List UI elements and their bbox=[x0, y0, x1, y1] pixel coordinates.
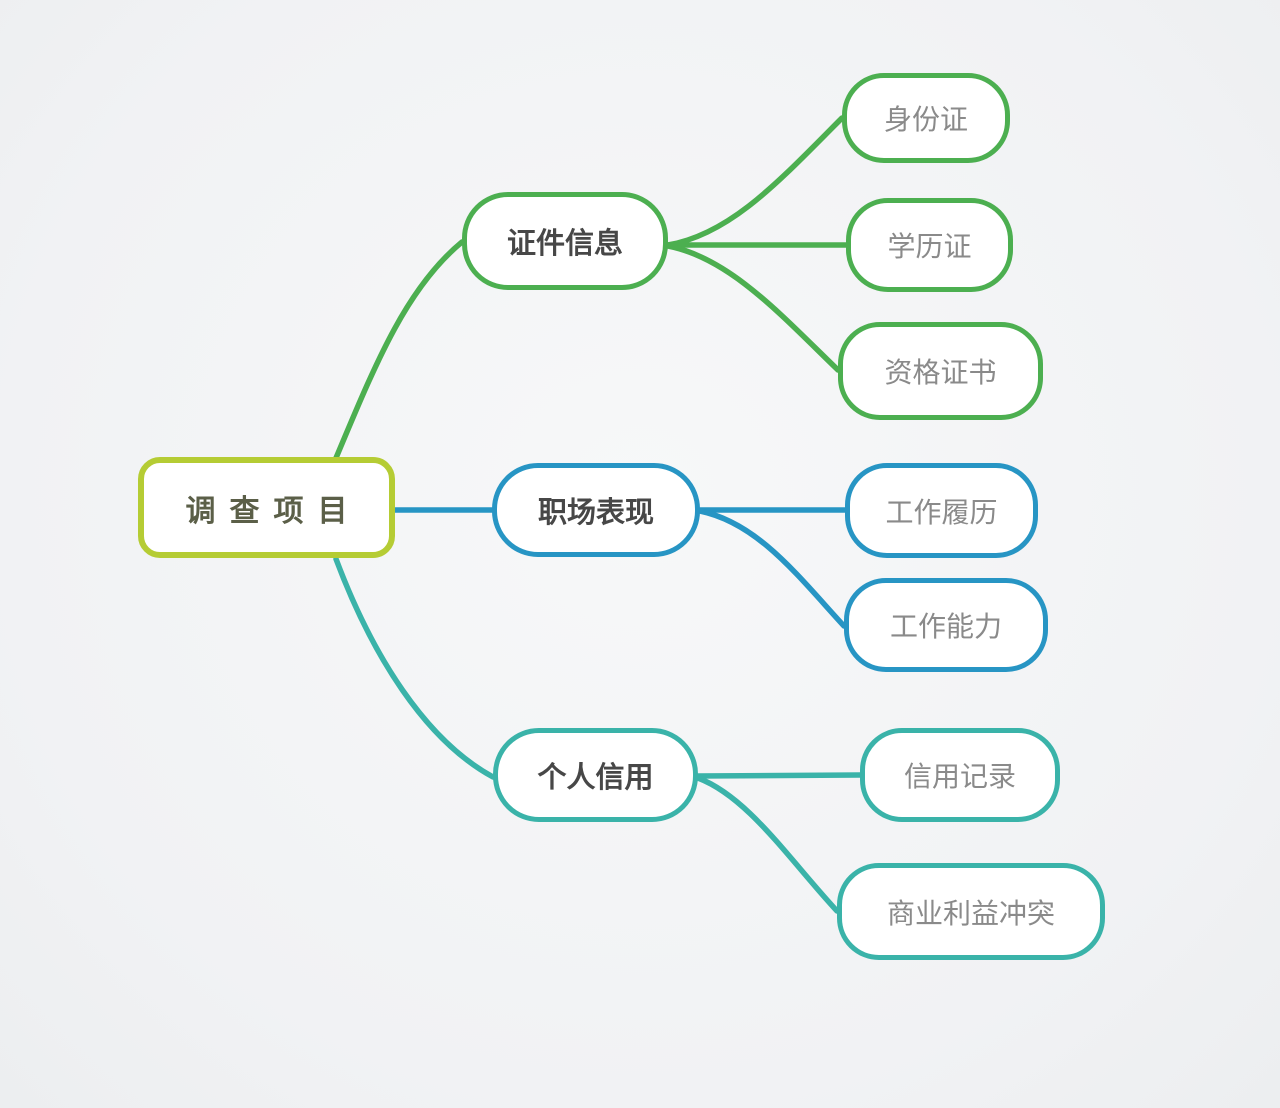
leaf-node-label: 身份证 bbox=[883, 104, 968, 135]
leaf-node-label: 资格证书 bbox=[884, 357, 997, 388]
branch-node-label: 个人信用 bbox=[537, 762, 654, 794]
branch-node-certificate-info: 证件信息 bbox=[462, 192, 668, 290]
leaf-node-credit-record: 信用记录 bbox=[860, 728, 1060, 822]
leaf-node-qualification-cert: 资格证书 bbox=[838, 322, 1043, 420]
leaf-node-label: 工作履历 bbox=[885, 496, 998, 528]
edge-certificates-qualification bbox=[665, 243, 841, 373]
edge-certificates-idcard bbox=[665, 115, 845, 248]
leaf-node-business-conflict: 商业利益冲突 bbox=[837, 863, 1105, 960]
leaf-node-label: 工作能力 bbox=[889, 611, 1002, 642]
leaf-node-work-ability: 工作能力 bbox=[844, 578, 1048, 672]
leaf-node-id-card: 身份证 bbox=[842, 73, 1010, 163]
leaf-node-label: 信用记录 bbox=[903, 761, 1016, 792]
root-node-label: 调查项目 bbox=[185, 494, 362, 528]
branch-node-personal-credit: 个人信用 bbox=[493, 728, 698, 822]
leaf-node-label: 学历证 bbox=[887, 231, 972, 262]
branch-node-label: 职场表现 bbox=[537, 497, 654, 529]
leaf-node-diploma: 学历证 bbox=[846, 198, 1013, 292]
root-node-investigation-items: 调查项目 bbox=[138, 457, 395, 558]
edge-workplace-ability bbox=[697, 508, 847, 629]
edge-root-certificates bbox=[333, 239, 465, 461]
edge-credit-record bbox=[695, 772, 863, 779]
leaf-node-work-history: 工作履历 bbox=[845, 463, 1038, 558]
leaf-node-label: 商业利益冲突 bbox=[886, 897, 1055, 929]
edge-credit-conflict bbox=[695, 775, 840, 914]
edge-root-credit bbox=[333, 556, 496, 780]
branch-node-label: 证件信息 bbox=[506, 228, 623, 260]
branch-node-workplace-performance: 职场表现 bbox=[492, 463, 700, 557]
